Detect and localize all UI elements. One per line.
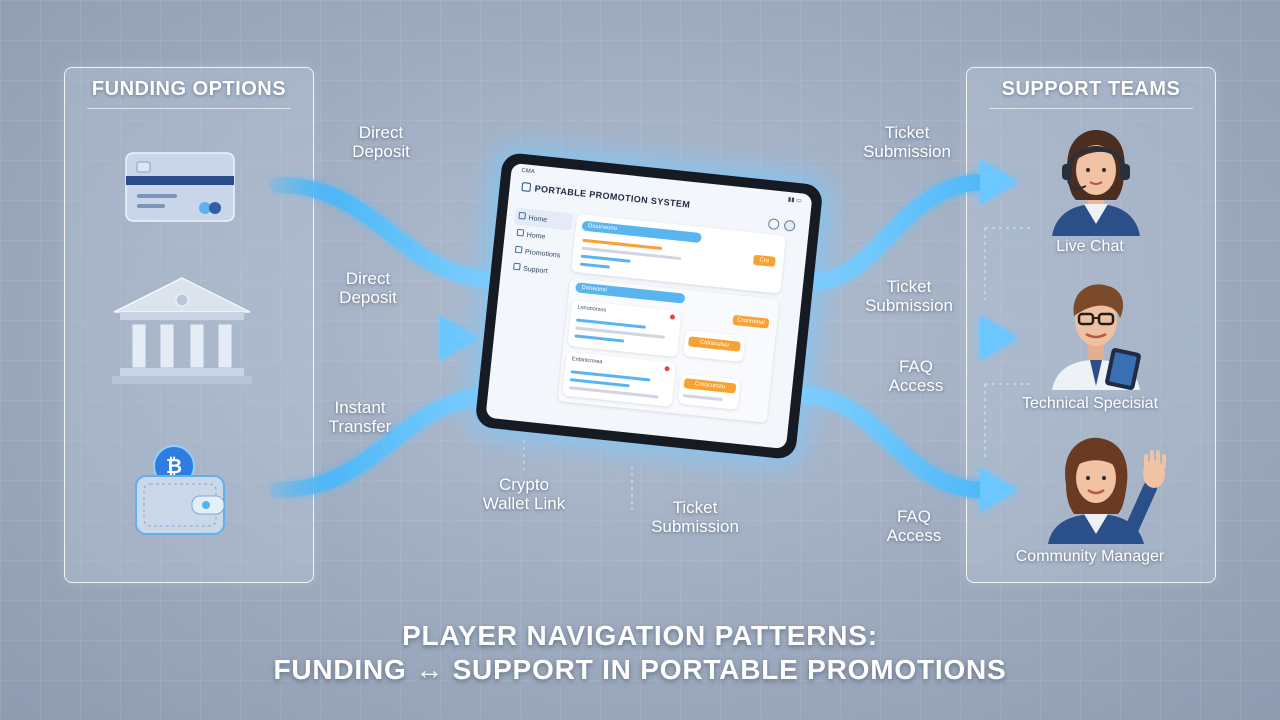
status-bar-battery-icon: ▮▮ ▭ — [787, 196, 803, 205]
app-title-text: PORTABLE PROMOTION SYSTEM — [534, 183, 691, 210]
sub1-bar-3 — [574, 334, 625, 343]
flow-instant-transfer — [270, 387, 508, 498]
flow-faq-access-bottom — [792, 387, 993, 498]
status-bar-carrier: CMA — [521, 167, 536, 176]
app-logo-icon — [521, 182, 532, 192]
tablet-specialist-icon — [1046, 276, 1146, 395]
sub-card-1-label: Lnnonorsus — [577, 304, 607, 314]
flow-label-ticket-submission-center: Ticket Submission — [651, 498, 739, 536]
sub2-bar-3 — [568, 386, 659, 399]
support-teams-title: SUPPORT TEAMS — [1001, 78, 1181, 100]
nav-item-promotions-label: Promotions — [524, 248, 561, 260]
flow-arrowhead-top — [980, 160, 1018, 204]
flow-label-instant-transfer: Instant Transfer — [328, 398, 392, 436]
flow-direct-deposit-top — [270, 177, 508, 288]
alert-icon — [664, 365, 670, 372]
tablet-frame: CMA ▮▮ ▭ PORTABLE PROMOTION SYSTEM Home … — [474, 151, 824, 461]
alert-icon — [669, 314, 676, 320]
sub-card-2-side-button[interactable]: Cmocunstu — [683, 378, 737, 394]
flow-label-direct-deposit-2: Direct Deposit — [339, 269, 397, 307]
flow-label-ticket-submission-1: Ticket Submission — [863, 123, 951, 161]
funding-title-divider — [87, 108, 291, 109]
sub-card-1: Lnnonorsus — [567, 299, 682, 358]
card1-bar-3 — [580, 254, 631, 263]
promo-card-2-header: Doneonsi — [575, 282, 686, 304]
sub-card-2: Enbintcnnea — [562, 351, 677, 407]
flow-label-crypto-wallet-link: Crypto Wallet Link — [482, 475, 566, 513]
promo-card-1-button[interactable]: Cro — [752, 254, 776, 267]
sub2-bar-2 — [569, 378, 630, 388]
home-icon — [516, 228, 525, 237]
search-icon[interactable] — [767, 218, 780, 231]
nav-item-home-label: Home — [528, 214, 548, 224]
app-sidebar: Home Home Promotions Support — [508, 207, 574, 282]
tablet-device: CMA ▮▮ ▭ PORTABLE PROMOTION SYSTEM Home … — [474, 151, 824, 461]
sub-card-1-side: Cloracutuu — [682, 329, 746, 363]
headset-agent-icon — [1046, 124, 1146, 241]
promo-card-2-header-text: Doneonsi — [581, 284, 608, 294]
waving-manager-icon — [1040, 434, 1176, 549]
bank-icon — [106, 276, 258, 393]
promotions-icon — [514, 245, 523, 254]
flow-label-direct-deposit-1: Direct Deposit — [352, 123, 410, 161]
support-title-divider — [989, 108, 1193, 109]
flow-ticket-submission-top — [804, 174, 993, 290]
flow-arrowhead-bottom — [980, 468, 1018, 512]
card1-bar-4 — [579, 262, 610, 269]
promo-card-2-button[interactable]: Cronnonal — [732, 314, 770, 329]
funding-options-title: FUNDING OPTIONS — [91, 78, 287, 100]
nav-item-support-label: Support — [522, 265, 548, 276]
sub2-side-bar — [682, 394, 723, 402]
footer-title-line-2: FUNDING ↔ SUPPORT IN PORTABLE PROMOTIONS — [273, 654, 1007, 685]
app-title: PORTABLE PROMOTION SYSTEM — [521, 182, 691, 210]
nav-item-home-2-label: Home — [526, 231, 546, 241]
flow-label-faq-access-1: FAQ Access — [888, 357, 944, 395]
menu-icon[interactable] — [783, 219, 796, 232]
flow-label-ticket-submission-2: Ticket Submission — [865, 277, 953, 315]
sub-card-1-side-button[interactable]: Cloracutuu — [688, 336, 741, 352]
svg-text:₿: ₿ — [166, 454, 182, 478]
team-label-live-chat: Live Chat — [1056, 238, 1124, 255]
credit-card-icon — [125, 152, 237, 229]
sub-card-2-label: Enbintcnnea — [571, 356, 603, 366]
support-icon — [513, 262, 521, 271]
promo-card-2: Doneonsi Cronnonal Lnnonorsus Cloracutuu… — [557, 277, 780, 423]
team-label-technical-specialist: Technical Specisiat — [1021, 395, 1159, 412]
flow-arrowhead-middle — [440, 316, 478, 360]
team-label-community-manager: Community Manager — [1015, 548, 1165, 565]
footer-title-line-1: PLAYER NAVIGATION PATTERNS: — [402, 620, 878, 651]
app-content: Diuoneono Cro Doneonsi Cronnonal Lnnonor… — [556, 210, 801, 440]
crypto-wallet-icon: ₿ — [130, 436, 230, 545]
home-icon — [518, 211, 527, 220]
tablet-screen: CMA ▮▮ ▭ PORTABLE PROMOTION SYSTEM Home … — [485, 162, 813, 450]
flow-label-faq-access-2: FAQ Access — [886, 507, 942, 545]
flow-arrowhead-mid — [980, 316, 1018, 360]
sub-card-2-side: Cmocunstu — [677, 373, 741, 410]
